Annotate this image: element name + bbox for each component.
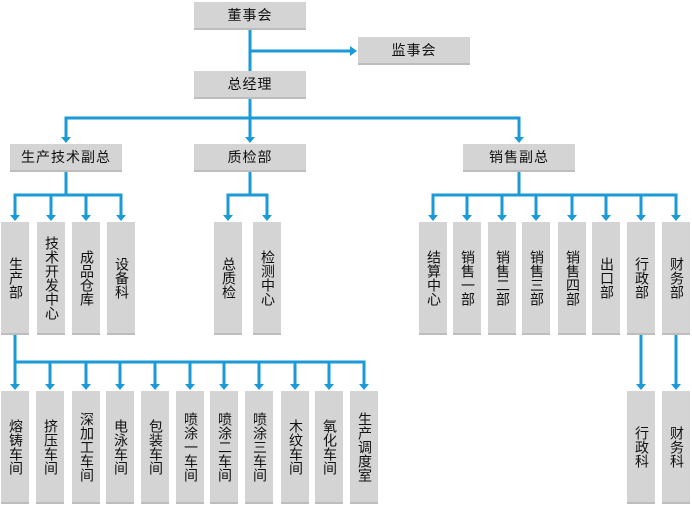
dept-production-0: 生产部 — [1, 222, 29, 335]
node-quality-dept: 质检部 — [194, 144, 306, 172]
dept-sales-2: 销售二部 — [488, 222, 516, 335]
arrow-head-40 — [671, 215, 681, 221]
sub-admin-section: 行政科 — [627, 391, 655, 504]
dept-sales-5: 出口部 — [592, 222, 620, 335]
dept-sales-3-label: 销售三部 — [528, 249, 544, 306]
arrow-head-0 — [350, 46, 357, 56]
workshop-8-label: 木纹车间 — [287, 418, 303, 475]
sub-admin-section-label: 行政科 — [633, 425, 649, 468]
arrow-head-54 — [185, 384, 195, 390]
workshop-9: 氧化车间 — [315, 391, 343, 504]
dept-sales-4-label: 销售四部 — [564, 249, 580, 306]
arrow-head-34 — [567, 215, 577, 221]
vp-sales-label: 销售副总 — [489, 150, 549, 166]
workshop-3: 电泳车间 — [106, 391, 134, 504]
arrow-head-16 — [116, 215, 126, 221]
arrow-head-6 — [514, 137, 524, 143]
node-vp-sales: 销售副总 — [463, 144, 575, 172]
arrow-head-28 — [462, 215, 472, 221]
workshop-6: 喷涂二车间 — [210, 391, 238, 504]
dept-sales-4: 销售四部 — [558, 222, 586, 335]
arrow-head-56 — [219, 384, 229, 390]
vp-production-label: 生产技术副总 — [21, 150, 111, 166]
arrow-head-46 — [45, 384, 55, 390]
arrow-head-60 — [290, 384, 300, 390]
arrow-head-2 — [61, 137, 71, 143]
arrow-head-62 — [324, 384, 334, 390]
workshop-10-label: 生产调度室 — [356, 411, 372, 482]
workshop-7-label: 喷涂三车间 — [251, 411, 267, 482]
arrow-head-20 — [223, 215, 233, 221]
dept-production-2-label: 成品仓库 — [78, 249, 94, 306]
arrow-head-52 — [150, 384, 160, 390]
arrow-head-50 — [115, 384, 125, 390]
board-label: 董事会 — [227, 8, 273, 24]
dept-sales-1-label: 销售一部 — [459, 249, 475, 306]
node-board: 董事会 — [194, 2, 306, 30]
sub-finance-section-label: 财务科 — [668, 425, 684, 468]
node-general-manager: 总经理 — [194, 71, 306, 99]
dept-sales-1: 销售一部 — [453, 222, 481, 335]
dept-production-0-label: 生产部 — [7, 256, 23, 299]
gm-label: 总经理 — [227, 77, 273, 93]
node-supervisors: 监事会 — [358, 37, 470, 65]
workshop-3-label: 电泳车间 — [112, 418, 128, 475]
workshop-1: 挤压车间 — [36, 391, 64, 504]
dept-production-3-label: 设备科 — [113, 256, 129, 299]
quality-dept-label: 质检部 — [227, 150, 273, 166]
arrow-head-4 — [245, 137, 255, 143]
dept-sales-6: 行政部 — [627, 222, 655, 335]
dept-sales-6-label: 行政部 — [633, 256, 649, 299]
arrow-head-32 — [531, 215, 541, 221]
arrow-head-10 — [10, 215, 20, 221]
arrow-head-48 — [81, 384, 91, 390]
dept-sales-5-label: 出口部 — [598, 256, 614, 299]
arrow-head-12 — [46, 215, 56, 221]
arrow-head-36 — [601, 215, 611, 221]
workshop-0: 熔铸车间 — [1, 391, 29, 504]
workshop-2: 深加工车间 — [72, 391, 100, 504]
dept-production-1-label: 技术开发中心 — [43, 235, 59, 320]
dept-quality-0-label: 总质检 — [220, 256, 236, 299]
sub-finance-section: 财务科 — [662, 391, 690, 504]
arrow-head-22 — [262, 215, 272, 221]
workshop-9-label: 氧化车间 — [321, 418, 337, 475]
arrow-head-66 — [636, 384, 646, 390]
workshop-5-label: 喷涂一车间 — [182, 411, 198, 482]
dept-production-2: 成品仓库 — [72, 222, 100, 335]
dept-production-1: 技术开发中心 — [37, 222, 65, 335]
arrow-head-26 — [428, 215, 438, 221]
workshop-1-label: 挤压车间 — [42, 418, 58, 475]
dept-sales-3: 销售三部 — [522, 222, 550, 335]
workshop-10: 生产调度室 — [350, 391, 378, 504]
arrow-head-44 — [10, 384, 20, 390]
workshop-4: 包装车间 — [141, 391, 169, 504]
dept-sales-7-label: 财务部 — [668, 256, 684, 299]
dept-sales-0-label: 结算中心 — [425, 249, 441, 306]
supervisors-label: 监事会 — [391, 43, 437, 59]
dept-quality-1-label: 检测中心 — [259, 249, 275, 306]
workshop-6-label: 喷涂二车间 — [216, 411, 232, 482]
dept-sales-2-label: 销售二部 — [494, 249, 510, 306]
arrow-head-58 — [254, 384, 264, 390]
workshop-2-label: 深加工车间 — [78, 411, 94, 482]
dept-sales-0: 结算中心 — [419, 222, 447, 335]
workshop-0-label: 熔铸车间 — [7, 418, 23, 475]
dept-quality-0: 总质检 — [214, 222, 242, 335]
workshop-7: 喷涂三车间 — [245, 391, 273, 504]
arrow-head-14 — [81, 215, 91, 221]
dept-quality-1: 检测中心 — [253, 222, 281, 335]
workshop-5: 喷涂一车间 — [176, 391, 204, 504]
arrow-head-38 — [636, 215, 646, 221]
dept-sales-7: 财务部 — [662, 222, 690, 335]
node-vp-production: 生产技术副总 — [10, 144, 122, 172]
arrow-head-64 — [359, 384, 369, 390]
workshop-8: 木纹车间 — [281, 391, 309, 504]
workshop-4-label: 包装车间 — [147, 418, 163, 475]
arrow-head-30 — [497, 215, 507, 221]
dept-production-3: 设备科 — [107, 222, 135, 335]
arrow-head-68 — [671, 384, 681, 390]
